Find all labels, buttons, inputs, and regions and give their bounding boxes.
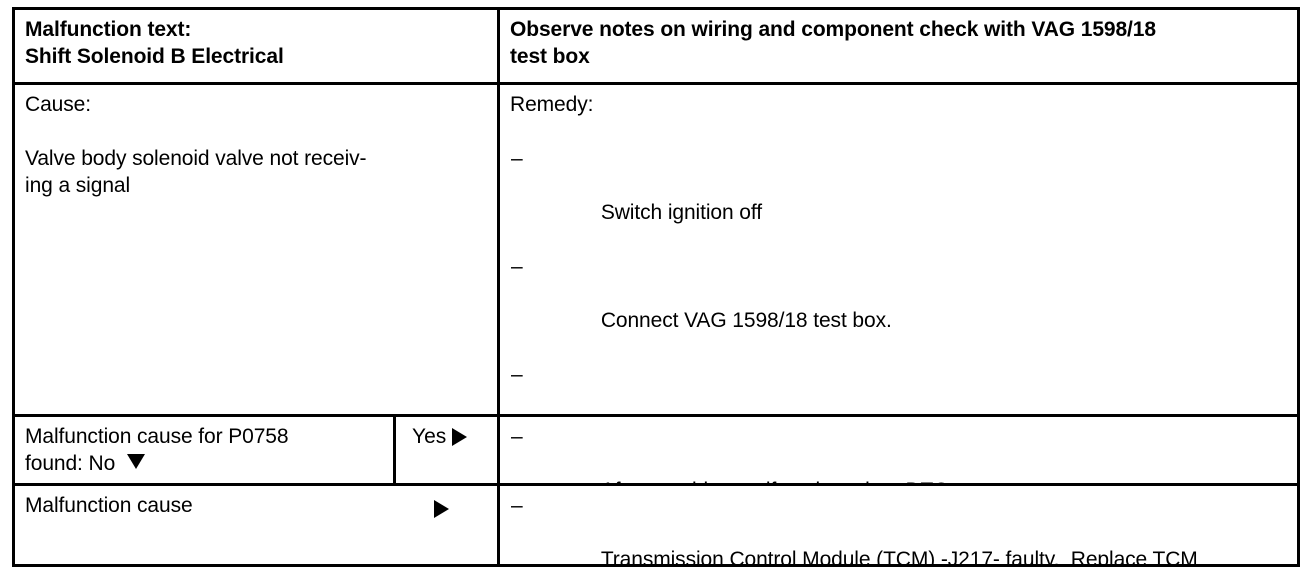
yes-branch-wrap: Yes bbox=[412, 423, 489, 450]
list-item-line-1: Transmission Control Module (TCM) -J217-… bbox=[600, 548, 1198, 564]
malfunction-text-value: Shift Solenoid B Electrical bbox=[25, 45, 284, 68]
table-row-header: Malfunction text: Shift Solenoid B Elect… bbox=[15, 10, 1297, 85]
yes-label: Yes bbox=[412, 425, 447, 448]
remedy-spacer bbox=[510, 118, 1289, 145]
malfunction-cause-final-cell[interactable]: Malfunction cause bbox=[15, 486, 497, 564]
no-answer-label: found: No bbox=[25, 452, 121, 475]
observe-notes-line-2: test box bbox=[510, 45, 590, 68]
yes-action-list: – After repairing malfunction, clear DTC… bbox=[510, 423, 1289, 483]
list-item: – Connect VAG 1598/18 test box. bbox=[510, 253, 1289, 361]
cause-text-line-2: ing a signal bbox=[25, 174, 131, 197]
malfunction-cause-question-cell: Malfunction cause for P0758 found: No bbox=[15, 417, 393, 483]
list-item-line-1: Connect VAG 1598/18 test box. bbox=[600, 309, 892, 332]
down-triangle-icon bbox=[126, 454, 145, 469]
table-row-final: Malfunction cause – Transmission Control… bbox=[15, 486, 1297, 564]
malfunction-text-label: Malfunction text: bbox=[25, 18, 192, 41]
dtc-table: Malfunction text: Shift Solenoid B Elect… bbox=[12, 7, 1300, 567]
cause-spacer bbox=[25, 118, 489, 145]
cause-label: Cause: bbox=[25, 93, 91, 116]
right-triangle-icon bbox=[434, 500, 449, 518]
yes-branch-cell[interactable]: Yes bbox=[393, 417, 497, 483]
table-row-detail: Cause: Valve body solenoid valve not rec… bbox=[15, 85, 1297, 417]
list-dash: – bbox=[511, 147, 523, 170]
list-item: – Switch ignition off bbox=[510, 145, 1289, 253]
right-triangle-icon bbox=[452, 427, 468, 446]
list-dash: – bbox=[511, 494, 523, 517]
list-item: – After repairing malfunction, clear DTC… bbox=[510, 423, 1289, 483]
table-row-decision: Malfunction cause for P0758 found: No Ye… bbox=[15, 417, 1297, 486]
yes-action-cell: – After repairing malfunction, clear DTC… bbox=[497, 417, 1297, 483]
final-action-list: – Transmission Control Module (TCM) -J21… bbox=[510, 492, 1289, 564]
list-item: – Measure resistance between test box so… bbox=[510, 361, 1289, 414]
cause-cell: Cause: Valve body solenoid valve not rec… bbox=[15, 85, 497, 414]
list-item: – Transmission Control Module (TCM) -J21… bbox=[510, 492, 1289, 564]
remedy-cell: Remedy: – Switch ignition off – Connect … bbox=[497, 85, 1297, 414]
list-item-line-1: After repairing malfunction, clear DTC m… bbox=[601, 479, 1030, 483]
final-action-cell: – Transmission Control Module (TCM) -J21… bbox=[497, 486, 1297, 564]
remedy-label: Remedy: bbox=[510, 93, 594, 116]
malfunction-cause-question-line-2: found: No bbox=[25, 450, 385, 477]
list-dash: – bbox=[511, 425, 523, 448]
malfunction-cause-question-line-1: Malfunction cause for P0758 bbox=[25, 425, 289, 448]
list-dash: – bbox=[511, 255, 523, 278]
malfunction-cause-final-label: Malfunction cause bbox=[25, 494, 193, 517]
list-dash: – bbox=[511, 363, 523, 386]
remedy-step-list: – Switch ignition off – Connect VAG 1598… bbox=[510, 145, 1289, 414]
cause-text-line-1: Valve body solenoid valve not receiv- bbox=[25, 147, 367, 170]
observe-notes-line-1: Observe notes on wiring and component ch… bbox=[510, 18, 1156, 41]
malfunction-text-cell: Malfunction text: Shift Solenoid B Elect… bbox=[15, 10, 497, 82]
list-item-line-1: Switch ignition off bbox=[600, 201, 762, 224]
observe-notes-cell: Observe notes on wiring and component ch… bbox=[497, 10, 1297, 82]
